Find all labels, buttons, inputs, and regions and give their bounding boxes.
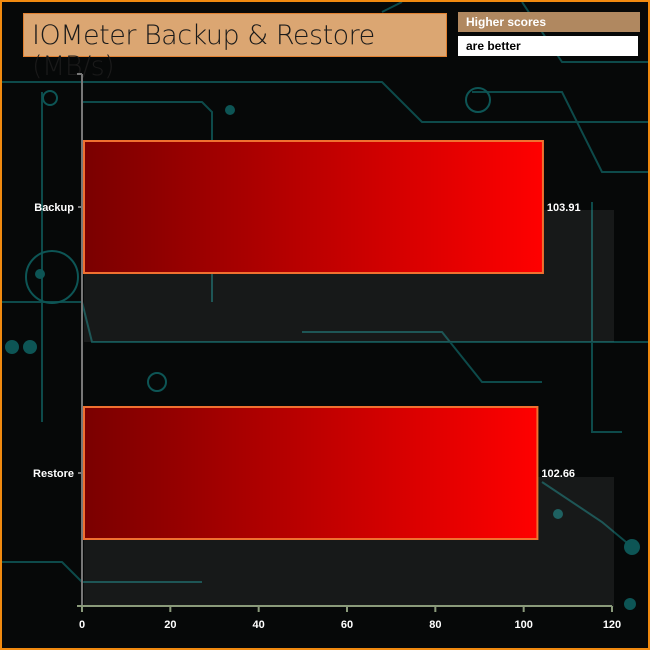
value-label: 102.66 — [541, 468, 575, 480]
x-tick-label: 0 — [79, 619, 85, 631]
x-tick-label: 80 — [429, 619, 441, 631]
bar-restore — [83, 406, 539, 540]
x-tick-label: 120 — [603, 619, 621, 631]
note-line1: Higher scores — [466, 15, 547, 29]
x-tick-label: 100 — [514, 619, 532, 631]
category-label: Backup — [34, 202, 74, 214]
x-tick-label: 60 — [341, 619, 353, 631]
x-tick-label: 40 — [253, 619, 265, 631]
category-label: Restore — [33, 468, 74, 480]
x-tick-label: 20 — [164, 619, 176, 631]
bar-backup — [83, 140, 544, 274]
chart-title-box: IOMeter Backup & Restore (MB/s) — [23, 13, 447, 82]
note-line2: are better — [466, 39, 521, 53]
value-label: 103.91 — [547, 202, 581, 214]
note-higher-scores: Higher scores — [458, 12, 640, 32]
note-are-better: are better — [458, 36, 638, 56]
chart-title: IOMeter Backup & Restore (MB/s) — [32, 20, 375, 82]
